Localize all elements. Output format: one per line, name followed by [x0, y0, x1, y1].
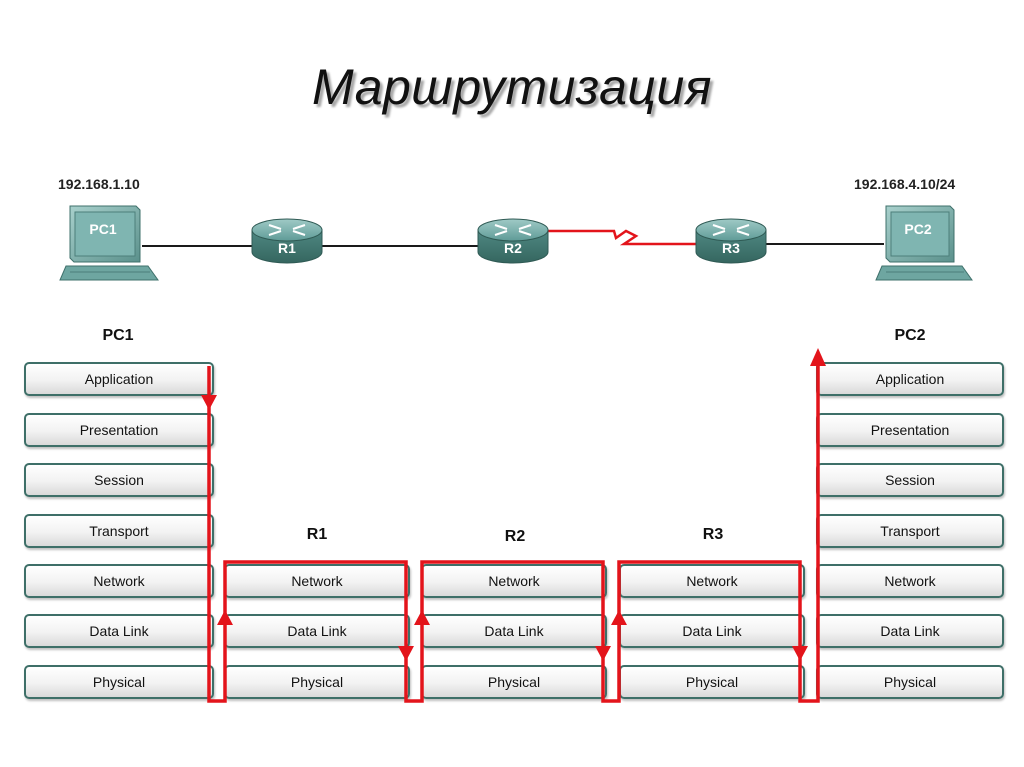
- pc2-layer-session: Session: [816, 463, 1004, 497]
- r3-layer-physical: Physical: [619, 665, 805, 699]
- serial-link-r2-r3: [548, 229, 696, 246]
- stack-title-r2: R2: [504, 528, 526, 545]
- computer-icon: [875, 205, 973, 281]
- r2-layer-data-link: Data Link: [421, 614, 607, 648]
- slide-title: Маршрутизация: [311, 59, 713, 115]
- router-r1-label: R1: [278, 240, 296, 256]
- pc2-layer-network: Network: [816, 564, 1004, 598]
- r2-layer-network: Network: [421, 564, 607, 598]
- pc1-layer-transport: Transport: [24, 514, 214, 548]
- router-r3-label: R3: [722, 240, 740, 256]
- pc1-ip-address: 192.168.1.10: [58, 176, 140, 192]
- router-icon: [695, 218, 767, 264]
- r3-layer-network: Network: [619, 564, 805, 598]
- stack-title-pc2: PC2: [894, 327, 926, 344]
- pc2-layer-application: Application: [816, 362, 1004, 396]
- r3-layer-data-link: Data Link: [619, 614, 805, 648]
- pc1-layer-data-link: Data Link: [24, 614, 214, 648]
- pc1-layer-network: Network: [24, 564, 214, 598]
- router-icon: [251, 218, 323, 264]
- r1-layer-data-link: Data Link: [224, 614, 410, 648]
- pc1-layer-session: Session: [24, 463, 214, 497]
- r1-layer-physical: Physical: [224, 665, 410, 699]
- pc1-layer-presentation: Presentation: [24, 413, 214, 447]
- pc2-layer-presentation: Presentation: [816, 413, 1004, 447]
- r1-layer-network: Network: [224, 564, 410, 598]
- pc2-ip-address: 192.168.4.10/24: [854, 176, 956, 192]
- pc2-layer-physical: Physical: [816, 665, 1004, 699]
- router-icon: [477, 218, 549, 264]
- stack-title-pc1: PC1: [102, 327, 134, 344]
- pc2-layer-data-link: Data Link: [816, 614, 1004, 648]
- pc1-layer-application: Application: [24, 362, 214, 396]
- pc1-layer-physical: Physical: [24, 665, 214, 699]
- stack-title-r1: R1: [306, 526, 328, 543]
- pc1-device-label: PC1: [89, 221, 116, 237]
- router-r2-label: R2: [504, 240, 522, 256]
- stack-title-r3: R3: [702, 526, 724, 543]
- pc2-layer-transport: Transport: [816, 514, 1004, 548]
- r2-layer-physical: Physical: [421, 665, 607, 699]
- computer-icon: [59, 205, 159, 281]
- pc2-device-label: PC2: [904, 221, 931, 237]
